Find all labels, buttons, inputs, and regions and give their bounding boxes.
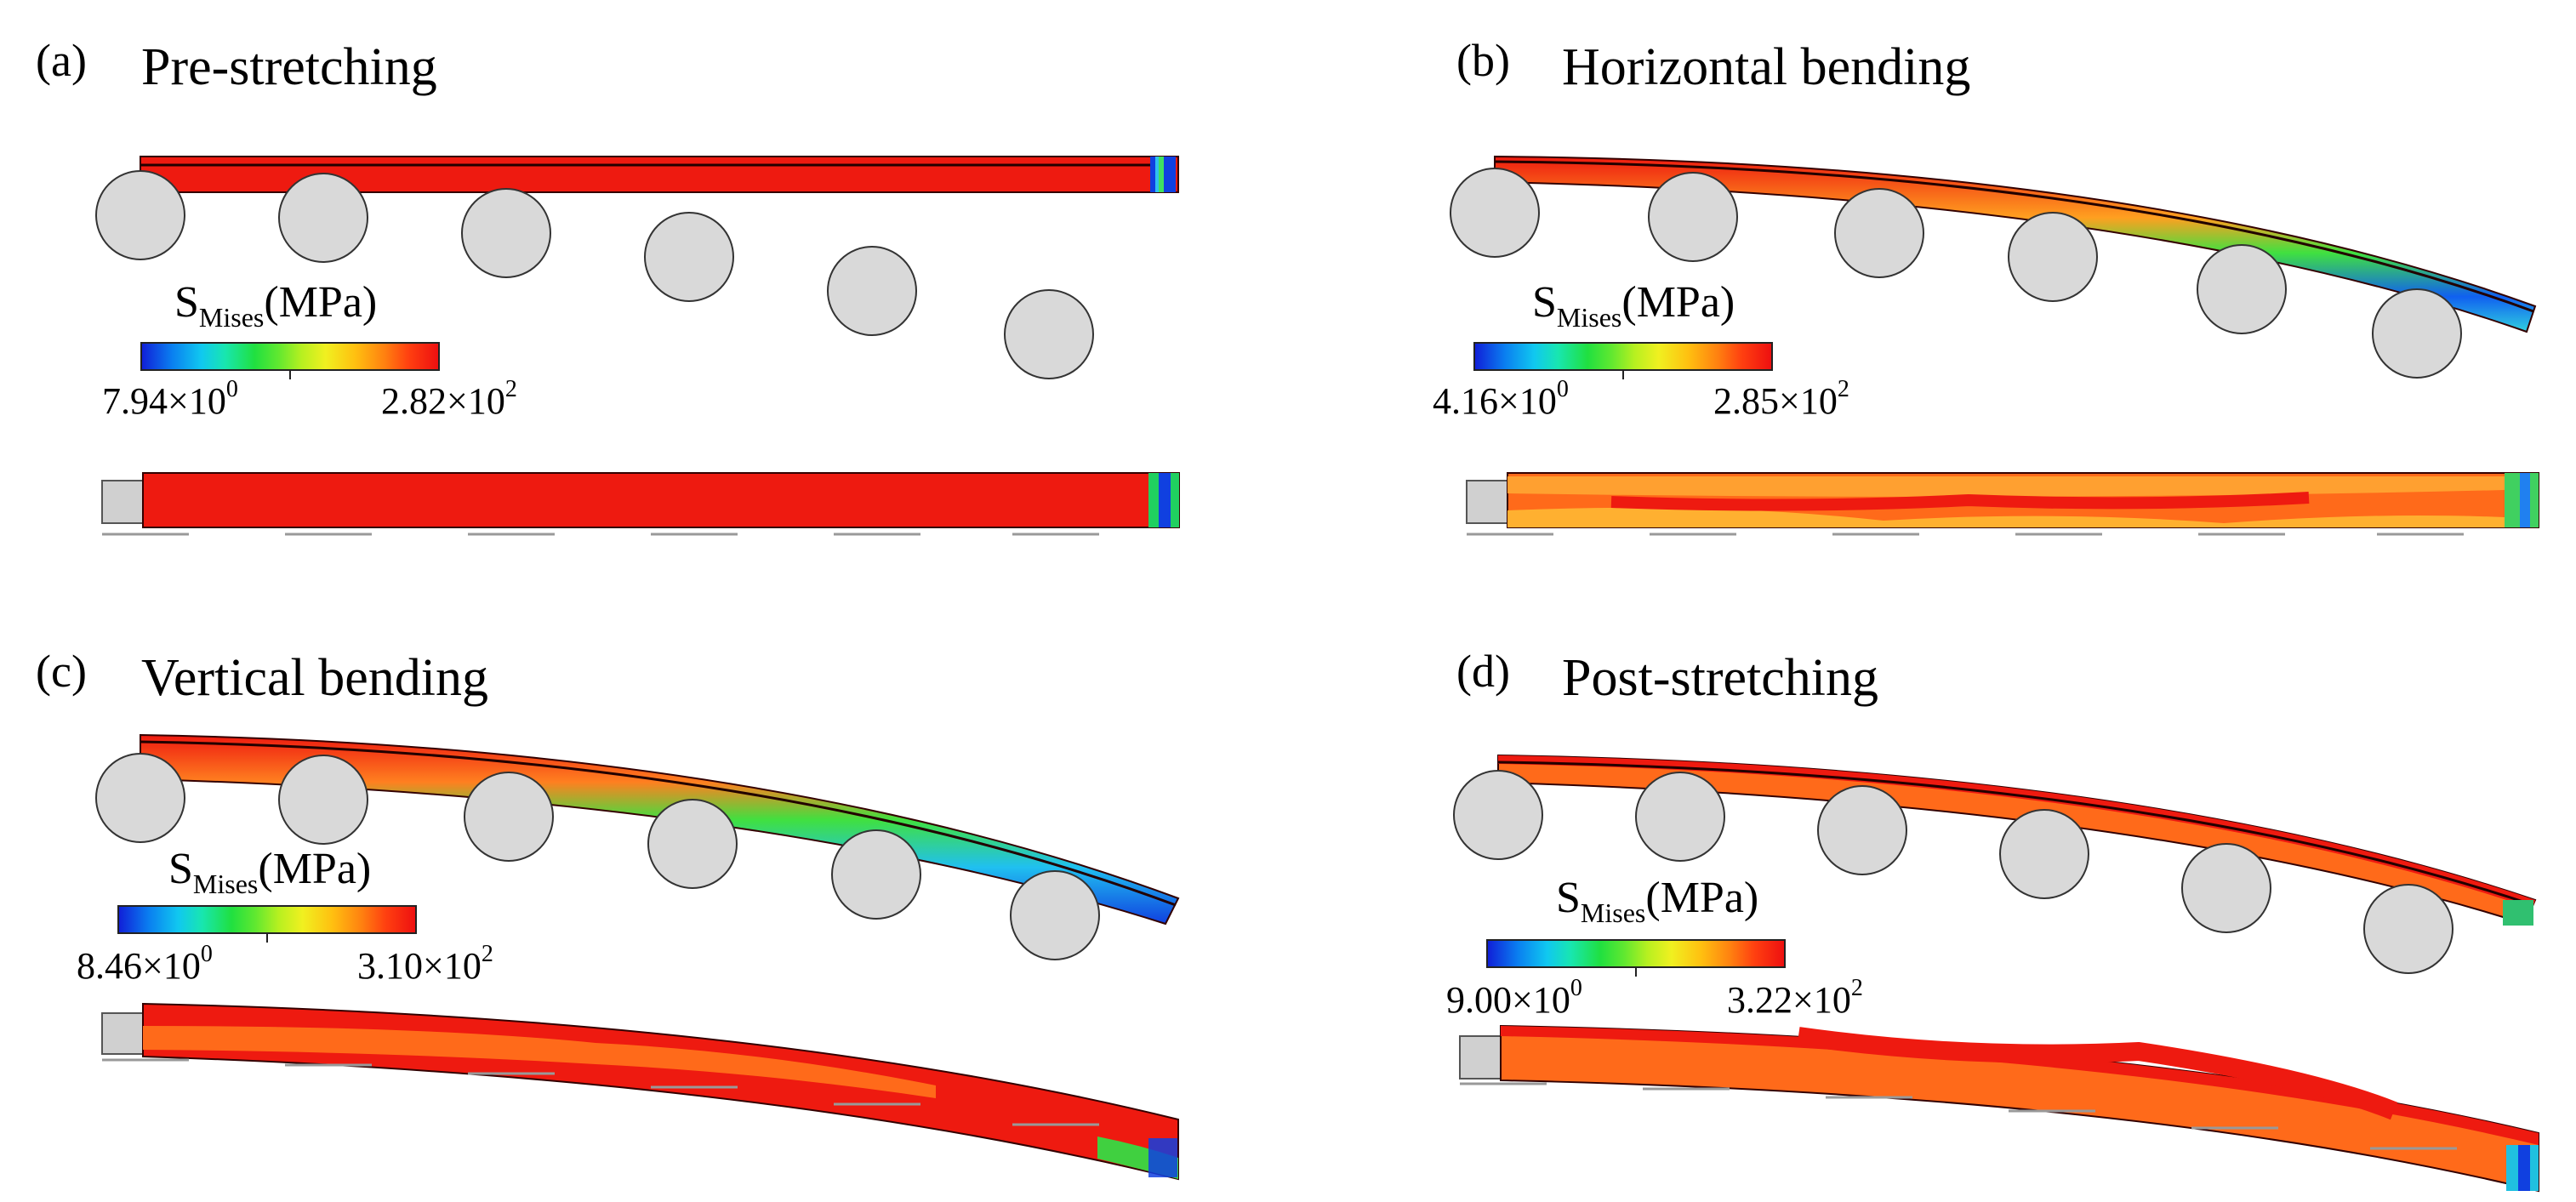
clamp-left: [1459, 1035, 1503, 1080]
colorbar-title: SMises(MPa): [174, 278, 378, 333]
panel-c: (c) Vertical bending: [0, 601, 1288, 1201]
die-roller: [278, 173, 368, 263]
die-roller: [1635, 772, 1725, 862]
die-base: [1460, 1082, 2457, 1150]
colorbar-tick: [289, 371, 291, 379]
colorbar: [1486, 939, 1786, 968]
panel-title: Pre-stretching: [141, 38, 437, 96]
panel-title: Post-stretching: [1562, 649, 1878, 707]
die-roller: [464, 772, 554, 862]
die-roller: [647, 799, 738, 889]
panel-title: Vertical bending: [141, 649, 489, 707]
die-roller: [1004, 289, 1094, 379]
die-roller: [2181, 843, 2271, 933]
colorbar: [117, 905, 417, 934]
die-roller: [1834, 188, 1924, 278]
colorbar-tick: [1635, 968, 1637, 977]
die-roller: [1817, 785, 1907, 875]
die-base: [102, 1058, 1099, 1126]
die-roller: [278, 755, 368, 845]
fem-model-view: [95, 156, 1180, 536]
colorbar-max-label: 2.82×102: [381, 376, 517, 422]
colorbar-max-label: 2.85×102: [1713, 376, 1849, 422]
die-roller: [827, 246, 917, 336]
die-roller: [644, 212, 734, 302]
die-roller: [461, 188, 551, 278]
colorbar-title: SMises(MPa): [1532, 278, 1735, 333]
die-roller: [1648, 172, 1738, 262]
colorbar-max-label: 3.10×102: [357, 941, 493, 987]
clamp-left: [1466, 480, 1510, 524]
panel-letter: (b): [1456, 35, 1510, 86]
panel-b: (b) Horizontal bending: [1288, 0, 2576, 601]
die-roller: [2372, 288, 2462, 379]
die-roller: [2008, 212, 2098, 302]
clamp-left: [101, 480, 145, 524]
colorbar-min-label: 4.16×100: [1433, 376, 1569, 422]
die-roller: [1999, 809, 2089, 899]
colorbar: [140, 342, 440, 371]
die-roller: [1010, 870, 1100, 960]
colorbar-title: SMises(MPa): [168, 845, 372, 899]
profile-side-view: [142, 472, 1180, 528]
colorbar-min-label: 7.94×100: [102, 376, 238, 422]
panel-a: (a) Pre-stretching SMises(MPa) 7.94×100: [0, 0, 1288, 601]
colorbar: [1473, 342, 1773, 371]
die-roller: [95, 170, 185, 260]
panel-letter: (a): [36, 35, 87, 86]
colorbar-min-label: 9.00×100: [1446, 975, 1582, 1021]
colorbar-tick: [1622, 371, 1624, 379]
die-roller: [95, 753, 185, 843]
fem-model-view: [95, 733, 1180, 1181]
panel-letter: (c): [36, 646, 87, 697]
fem-model-view: [1453, 754, 2539, 1193]
panel-title: Horizontal bending: [1562, 38, 1971, 96]
colorbar-max-label: 3.22×102: [1727, 975, 1863, 1021]
panel-letter: (d): [1456, 646, 1510, 697]
die-roller: [2197, 244, 2287, 334]
clamp-left: [101, 1012, 145, 1055]
colorbar-tick: [266, 934, 268, 943]
die-roller: [2363, 884, 2453, 974]
die-roller: [1453, 770, 1543, 860]
colorbar-title: SMises(MPa): [1556, 874, 1759, 928]
fem-model-view: [1450, 155, 2539, 536]
colorbar-min-label: 8.46×100: [77, 941, 213, 987]
die-roller: [1450, 168, 1540, 258]
die-roller: [831, 829, 921, 920]
panel-d: (d) Post-stretching SMises(MPa) 9.00×100…: [1288, 601, 2576, 1201]
